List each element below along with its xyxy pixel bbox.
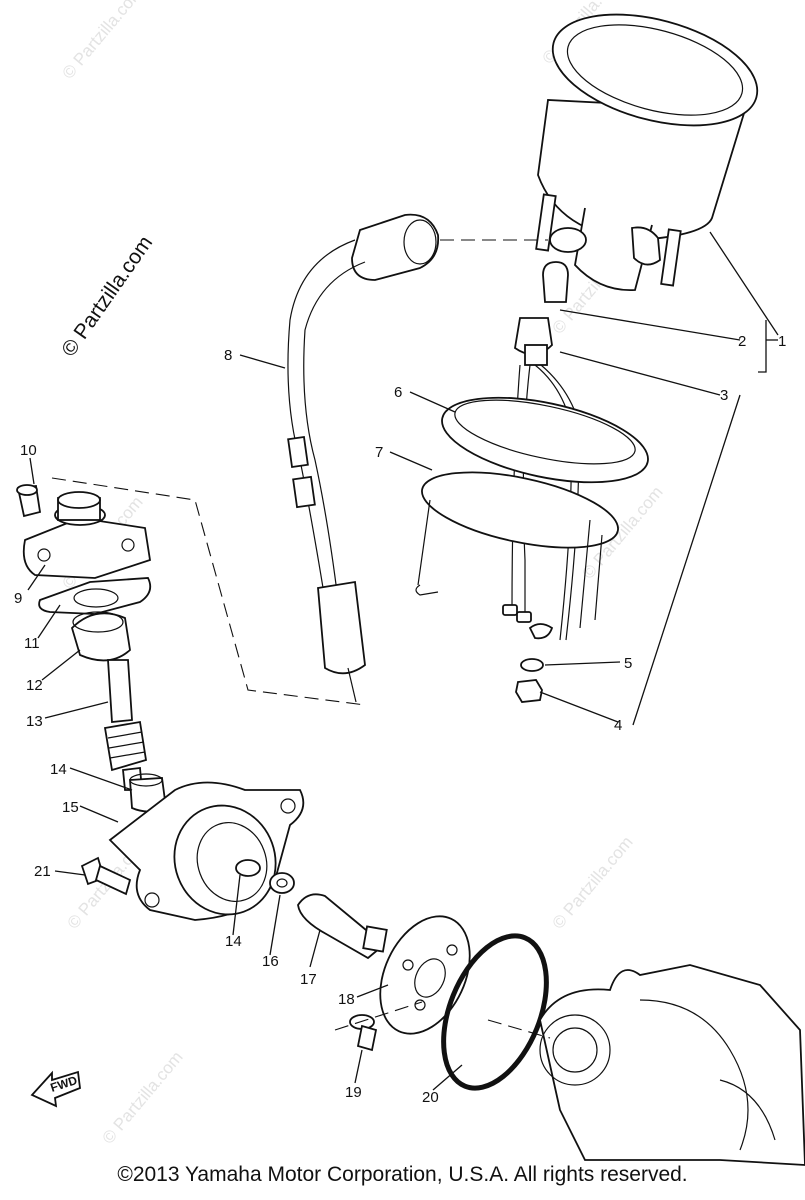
callout-13: 13 — [26, 713, 43, 730]
drive-gear — [297, 893, 388, 960]
callout-6: 6 — [394, 384, 402, 401]
speedometer-unit — [535, 13, 759, 291]
watermark-faint: © Partzilla.com — [99, 1048, 187, 1148]
callout-16: 16 — [262, 953, 279, 970]
callout-8: 8 — [224, 347, 232, 364]
drive-gear-housing — [16, 484, 152, 615]
callout-5: 5 — [624, 655, 632, 672]
assembly-dash-lines — [51, 239, 551, 1039]
copyright-notice: ©2013 Yamaha Motor Corporation, U.S.A. A… — [117, 1163, 688, 1186]
callout-19: 19 — [345, 1084, 362, 1101]
o-ring — [441, 933, 549, 1091]
meter-bracket — [415, 471, 619, 629]
callout-14-bottom: 14 — [225, 933, 242, 950]
callout-17: 17 — [300, 971, 317, 988]
bulb — [542, 261, 569, 303]
callout-1: 1 — [778, 333, 786, 350]
callout-21: 21 — [34, 863, 51, 880]
callout-12: 12 — [26, 677, 43, 694]
callout-numbers: 1 2 3 4 5 6 7 8 9 10 11 12 13 14 15 21 1… — [14, 333, 786, 1106]
crankcase-cover — [539, 964, 805, 1166]
fwd-arrow: FWD — [30, 1070, 81, 1108]
watermark-faint: © Partzilla.com — [549, 833, 637, 933]
callout-9: 9 — [14, 590, 22, 607]
callout-14-top: 14 — [50, 761, 67, 778]
callout-10: 10 — [20, 442, 37, 459]
watermark-faint: © Partzilla.com — [59, 0, 147, 83]
watermark-main: © Partzilla.com — [57, 232, 157, 361]
gear-plate — [379, 915, 471, 1035]
callout-20: 20 — [422, 1089, 439, 1106]
gear-shaft — [70, 611, 148, 791]
screw — [349, 1014, 378, 1052]
leader-lines — [27, 231, 779, 1091]
gear-housing — [108, 781, 305, 921]
callout-7: 7 — [375, 444, 383, 461]
washer-and-nut — [515, 658, 544, 703]
speedometer-cable — [287, 213, 440, 703]
callout-2: 2 — [738, 333, 746, 350]
callout-3: 3 — [720, 387, 728, 404]
cushion-ring — [441, 396, 649, 484]
bolt — [80, 856, 132, 896]
thrust-washer — [269, 872, 295, 894]
callout-18: 18 — [338, 991, 355, 1008]
callout-4: 4 — [614, 717, 622, 734]
callout-15: 15 — [62, 799, 79, 816]
callout-11: 11 — [24, 635, 40, 652]
